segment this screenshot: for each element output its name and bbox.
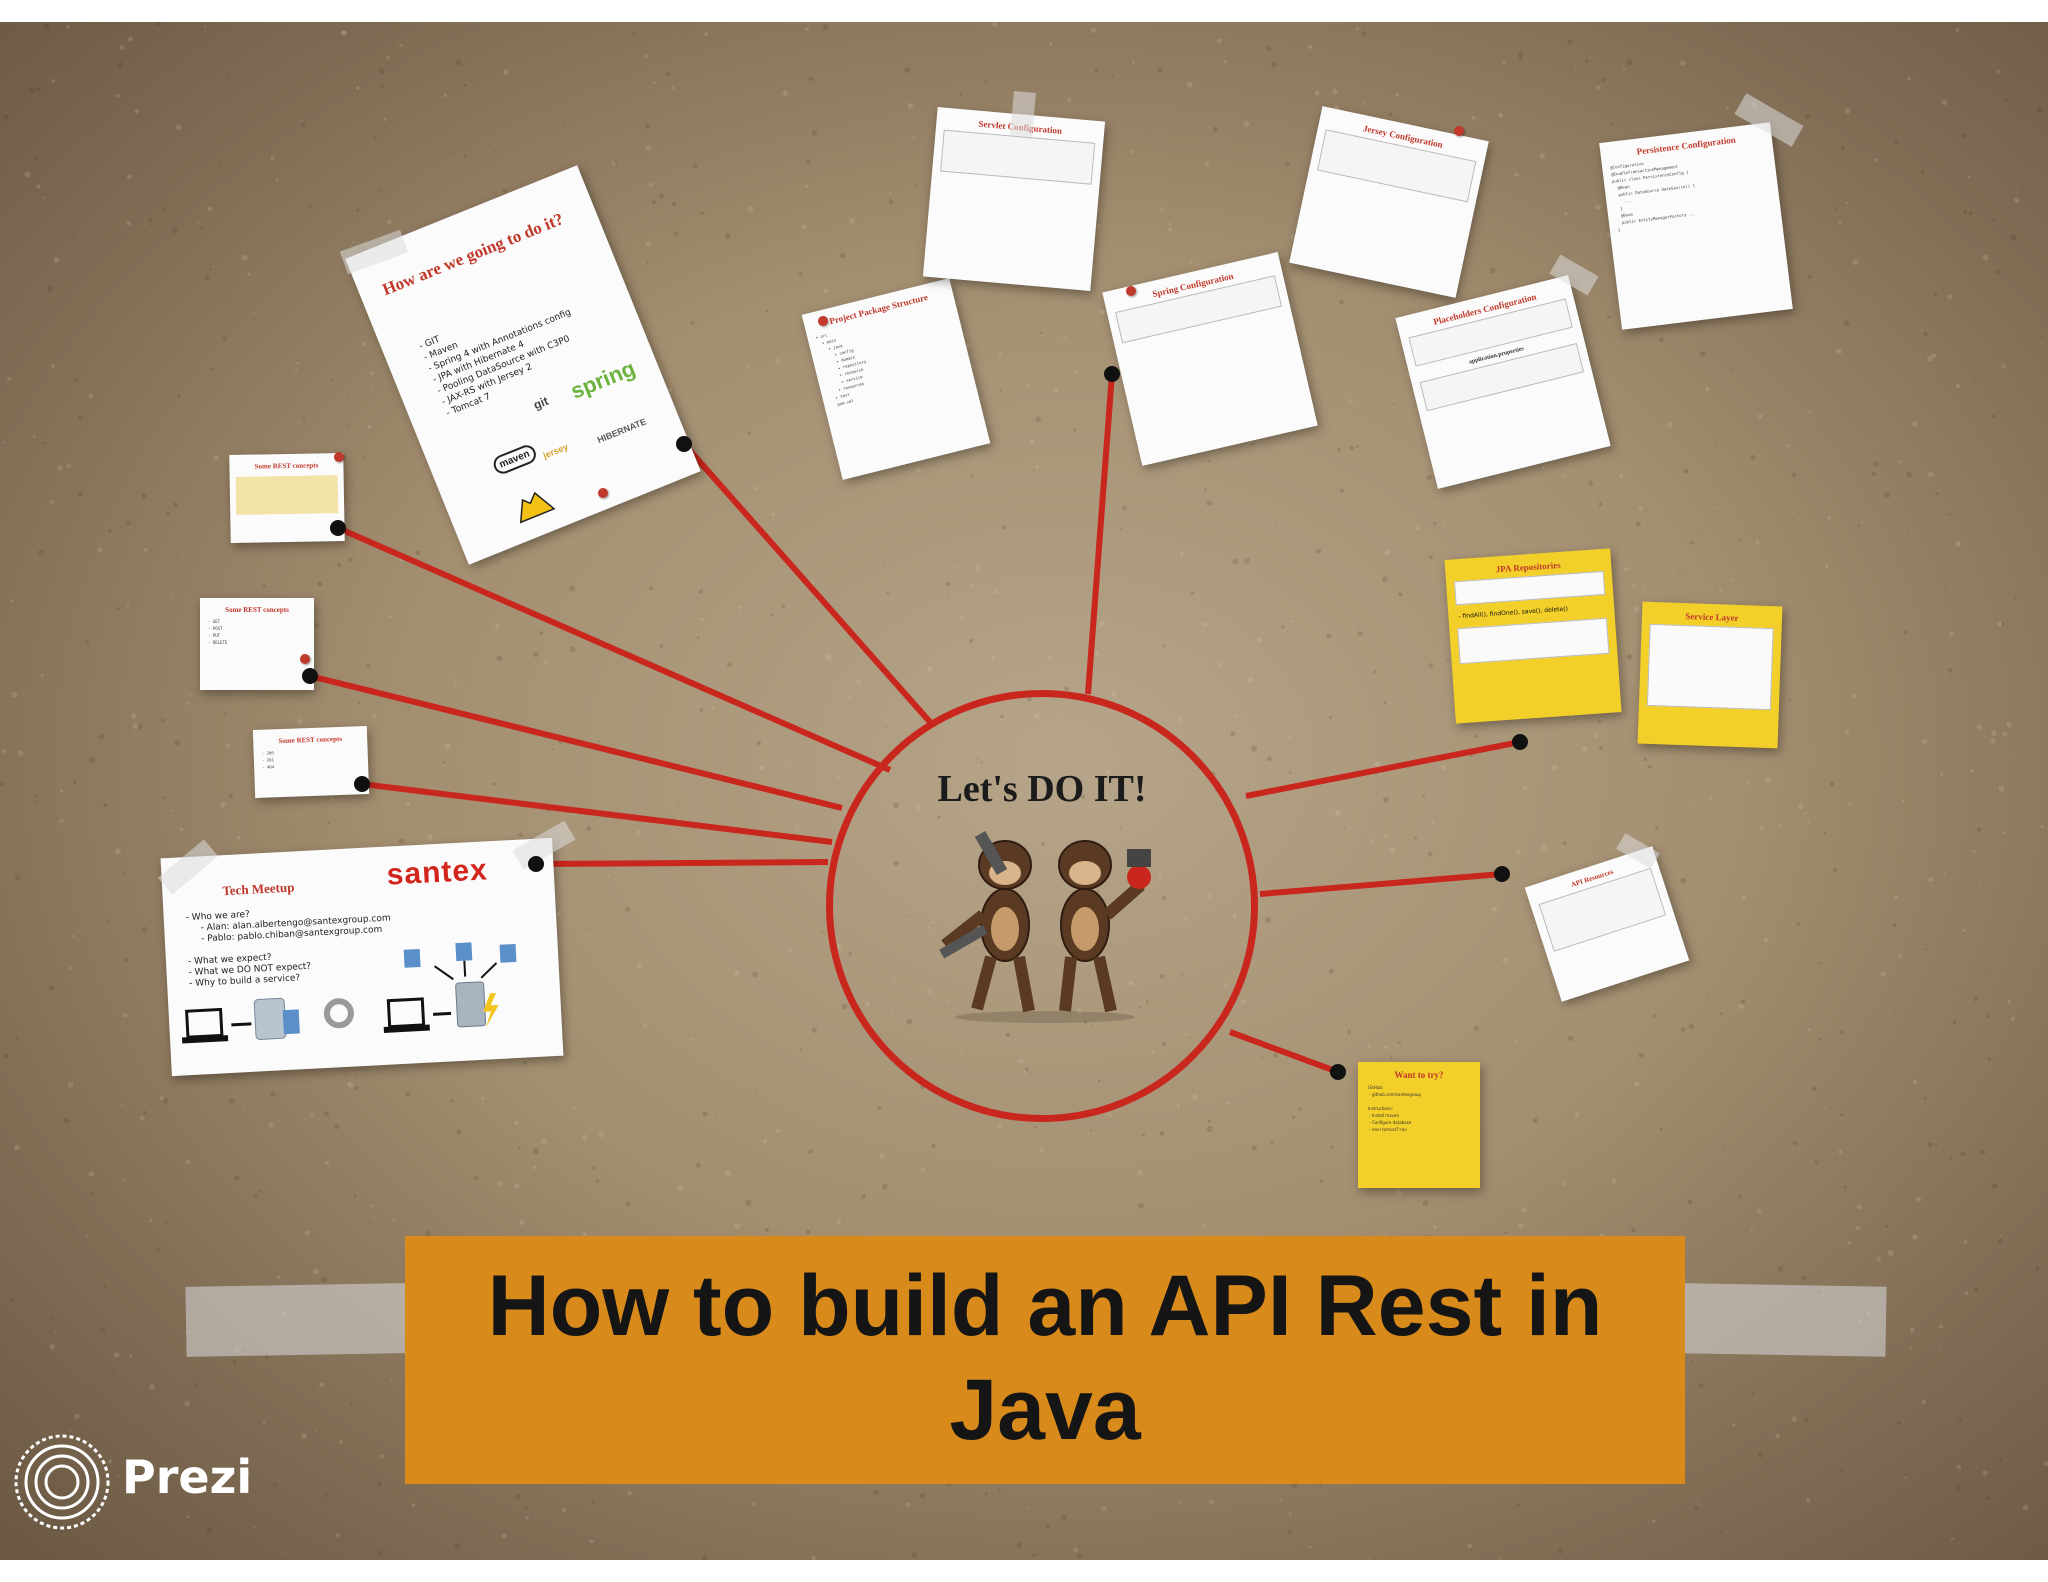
tech-meetup-card[interactable]: Tech Meetup santex - Who we are? - Alan:… [160, 837, 564, 1077]
persistence-config-card[interactable]: Persistence Configuration @Configuration… [1599, 122, 1793, 330]
banner-title: How to build an API Rest in Java [405, 1254, 1685, 1462]
prezi-canvas[interactable]: Tech Meetup santex - Who we are? - Alan:… [0, 22, 2048, 1560]
connector-dot [1494, 866, 1510, 882]
hub-circle[interactable]: Let's DO IT! [826, 690, 1258, 1122]
jersey-logo: jersey [541, 441, 570, 461]
git-logo: git [531, 393, 551, 413]
prezi-label[interactable]: Prezi [122, 1450, 253, 1504]
pushpin-icon [1454, 126, 1464, 136]
jpa-code-2 [1457, 617, 1610, 665]
connector-dot [330, 520, 346, 536]
rest-card-3-body: - 200 - 201 - 404 [261, 750, 275, 770]
jpa-repositories-card[interactable]: JPA Repositories - findAll(), findOne(),… [1444, 548, 1622, 724]
servlet-code [940, 129, 1096, 185]
want-to-try-body: GitHub: - github.com/santexgroup Instruc… [1368, 1085, 1421, 1132]
connector-dot [528, 856, 544, 872]
banner-title-line-1: How to build an API Rest in [487, 1258, 1603, 1354]
connector-lines [309, 373, 1521, 1075]
hibernate-logo: HIBERNATE [595, 416, 648, 446]
how-card[interactable]: How are we going to do it? - GIT - Maven… [345, 165, 701, 565]
connector-dot [354, 776, 370, 792]
connector-dot [302, 668, 318, 684]
service-code [1646, 623, 1774, 711]
connector-dot [1104, 366, 1120, 382]
rest-card-1[interactable]: Some REST concepts [229, 453, 345, 543]
santex-logo: santex [385, 853, 489, 892]
tape-strip [1010, 91, 1036, 137]
service-layer-card[interactable]: Service Layer [1637, 601, 1783, 749]
connector-dot [1330, 1064, 1346, 1080]
pushpin-icon [818, 316, 828, 326]
pushpin-icon [300, 654, 310, 664]
pushpin-icon [1126, 286, 1136, 296]
rest-card-3[interactable]: Some REST concepts - 200 - 201 - 404 [252, 726, 370, 798]
tomcat-logo-icon [519, 491, 556, 524]
rest-card-2-title: Some REST concepts [225, 606, 289, 614]
maven-logo: maven [490, 442, 539, 477]
banner-title-line-2: Java [949, 1362, 1141, 1458]
title-banner[interactable] [405, 1236, 1685, 1484]
want-to-try-title: Want to try? [1394, 1070, 1444, 1080]
architecture-diagram-icon [181, 942, 517, 1044]
how-card-list: - GIT - Maven - Spring 4 with Annotation… [418, 307, 573, 419]
pushpin-icon [334, 452, 344, 462]
want-to-try-card[interactable]: Want to try? GitHub: - github.com/santex… [1358, 1062, 1480, 1188]
prezi-logo-icon[interactable] [12, 1432, 272, 1532]
tech-meetup-title: Tech Meetup [221, 879, 295, 899]
service-layer-title: Service Layer [1685, 611, 1739, 623]
monkeys-illustration [939, 830, 1151, 1023]
pushpin-icon [598, 488, 608, 498]
rest-card-2-body: - GET - POST - PUT - DELETE [208, 619, 228, 645]
hub-title: Let's DO IT! [937, 768, 1147, 810]
rest-card-1-title: Some REST concepts [254, 461, 319, 471]
connector-dot [676, 436, 692, 452]
rest-card-2[interactable]: Some REST concepts - GET - POST - PUT - … [200, 598, 314, 690]
connector-dot [1512, 734, 1528, 750]
